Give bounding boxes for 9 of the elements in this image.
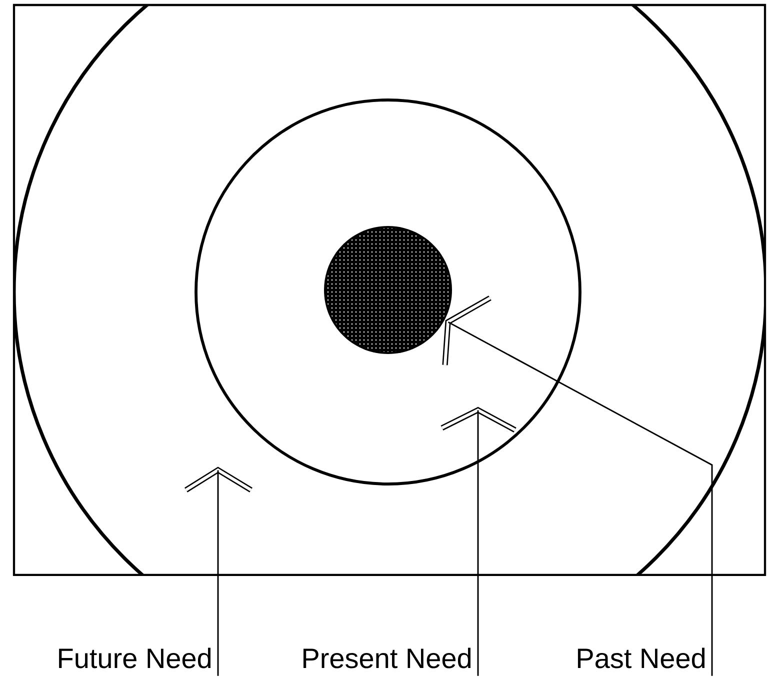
need-label: Past Need [578, 648, 705, 668]
need-label: Future Need [59, 648, 211, 668]
leader-line [217, 470, 219, 676]
leader-line [477, 410, 479, 676]
chevron-mark [184, 466, 252, 492]
leader-line [448, 322, 713, 676]
chevron-mark [442, 296, 492, 366]
chevron-mark [440, 406, 516, 432]
need-label: Present Need [304, 648, 471, 668]
